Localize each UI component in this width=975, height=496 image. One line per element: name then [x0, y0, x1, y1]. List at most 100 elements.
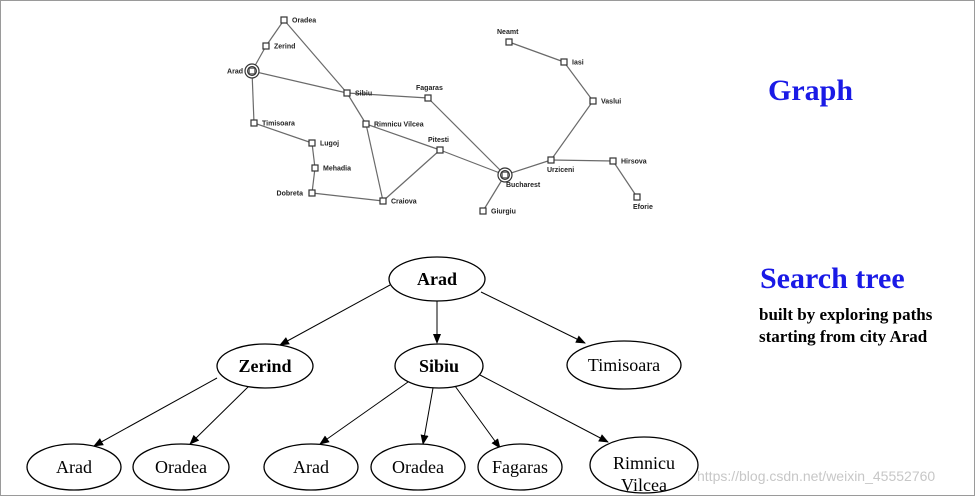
city-marker	[379, 197, 387, 205]
city-label: Hirsova	[621, 159, 647, 166]
city-arad: Arad	[227, 63, 260, 79]
tree-node-ellipse	[388, 256, 486, 302]
city-label: Iasi	[572, 60, 584, 67]
city-marker	[560, 58, 568, 66]
city-marker	[479, 207, 487, 215]
tree-edge-root-timisoara	[480, 291, 586, 344]
city-marker	[501, 171, 509, 179]
city-marker	[343, 89, 351, 97]
city-marker	[505, 38, 513, 46]
tree-node-ellipse	[370, 443, 466, 491]
city-timisoara: Timisoara	[250, 119, 295, 128]
city-urziceni: Urziceni	[547, 156, 574, 174]
city-hirsova: Hirsova	[609, 157, 647, 166]
city-marker	[311, 164, 319, 172]
city-pitesti: Pitesti	[428, 137, 449, 154]
city-label: Craiova	[391, 199, 417, 206]
city-label: Dobreta	[277, 191, 304, 198]
road-craiova-pitesti	[382, 149, 441, 202]
city-label: Eforie	[633, 204, 653, 211]
road-mehadia-dobreta	[311, 167, 316, 194]
road-lugoj-mehadia	[311, 142, 316, 169]
tree-node-root: Arad	[388, 256, 486, 302]
city-marker	[547, 156, 555, 164]
city-fagaras: Fagaras	[416, 85, 443, 102]
graph-heading: Graph	[768, 74, 854, 107]
tree-node-ellipse	[263, 443, 359, 491]
tree-node-zerind-arad: Arad	[26, 443, 122, 491]
city-label: Giurgiu	[491, 209, 516, 216]
city-bucharest: Bucharest	[497, 167, 541, 189]
tree-node-ellipse	[216, 343, 314, 389]
road-timisoara-lugoj	[253, 122, 313, 144]
tree-node-zerind: Zerind	[216, 343, 314, 389]
tree-edges	[93, 284, 609, 449]
city-label: Pitesti	[428, 137, 449, 144]
road-urziceni-vaslui	[550, 100, 594, 161]
tree-node-label: Arad	[417, 269, 457, 289]
tree-edge-zerind-zerind-oradea	[189, 385, 250, 445]
tree-node-label: Timisoara	[588, 355, 660, 375]
city-label: Arad	[227, 69, 243, 76]
city-neamt: Neamt	[497, 29, 519, 46]
tree-node-ellipse	[477, 443, 563, 491]
road-iasi-neamt	[508, 41, 565, 63]
road-bucharest-urziceni	[504, 159, 552, 176]
city-marker	[308, 139, 316, 147]
city-eforie: Eforie	[633, 193, 653, 211]
tree-node-label: Arad	[293, 457, 329, 477]
city-label: Oradea	[292, 18, 316, 25]
city-vaslui: Vaslui	[589, 97, 621, 106]
city-oradea: Oradea	[280, 16, 316, 25]
city-label: Bucharest	[506, 182, 541, 189]
tree-node-ellipse	[394, 343, 484, 389]
road-sibiu-rimnicu-vilcea	[346, 92, 367, 125]
watermark: https://blog.csdn.net/weixin_45552760	[697, 468, 936, 484]
road-rimnicu-vilcea-pitesti	[365, 123, 441, 151]
city-marker	[250, 119, 258, 127]
tree-node-label: Arad	[56, 457, 92, 477]
city-label: Rimnicu Vilcea	[374, 122, 424, 129]
city-label: Sibiu	[355, 91, 372, 98]
tree-node-sibiu: Sibiu	[394, 343, 484, 389]
city-craiova: Craiova	[379, 197, 417, 206]
city-label: Mehadia	[323, 166, 351, 173]
city-zerind: Zerind	[262, 42, 295, 51]
city-label: Vaslui	[601, 99, 621, 106]
city-label: Timisoara	[262, 121, 295, 128]
tree-edge-sibiu-sibiu-arad	[319, 381, 409, 445]
city-marker	[609, 157, 617, 165]
tree-node-sibiu-oradea: Oradea	[370, 443, 466, 491]
tree-node-label: Zerind	[238, 356, 291, 376]
city-lugoj: Lugoj	[308, 139, 339, 148]
road-pitesti-bucharest	[439, 149, 506, 176]
road-sibiu-fagaras	[346, 92, 429, 99]
road-arad-timisoara	[251, 70, 255, 124]
city-marker	[633, 193, 641, 201]
road-dobreta-craiova	[311, 192, 384, 202]
search-tree-heading: Search tree	[760, 262, 905, 295]
tree-node-label: Oradea	[155, 457, 207, 477]
city-label: Fagaras	[416, 85, 443, 92]
tree-node-label: Oradea	[392, 457, 444, 477]
city-iasi: Iasi	[560, 58, 584, 67]
city-giurgiu: Giurgiu	[479, 207, 516, 216]
city-marker	[280, 16, 288, 24]
road-urziceni-hirsova	[550, 159, 614, 162]
tree-node-timisoara: Timisoara	[566, 340, 682, 390]
tree-node-sibiu-arad: Arad	[263, 443, 359, 491]
city-highlight-inner	[247, 66, 257, 76]
tree-edge-sibiu-sibiu-fagaras	[454, 385, 501, 449]
tree-node-ellipse	[132, 443, 230, 491]
tree-edge-zerind-zerind-arad	[93, 377, 218, 447]
subtitle-line-2: starting from city Arad	[759, 327, 928, 346]
road-fagaras-bucharest	[427, 97, 506, 176]
city-rimnicu-vilcea: Rimnicu Vilcea	[362, 120, 424, 129]
tree-node-ellipse	[589, 436, 699, 494]
